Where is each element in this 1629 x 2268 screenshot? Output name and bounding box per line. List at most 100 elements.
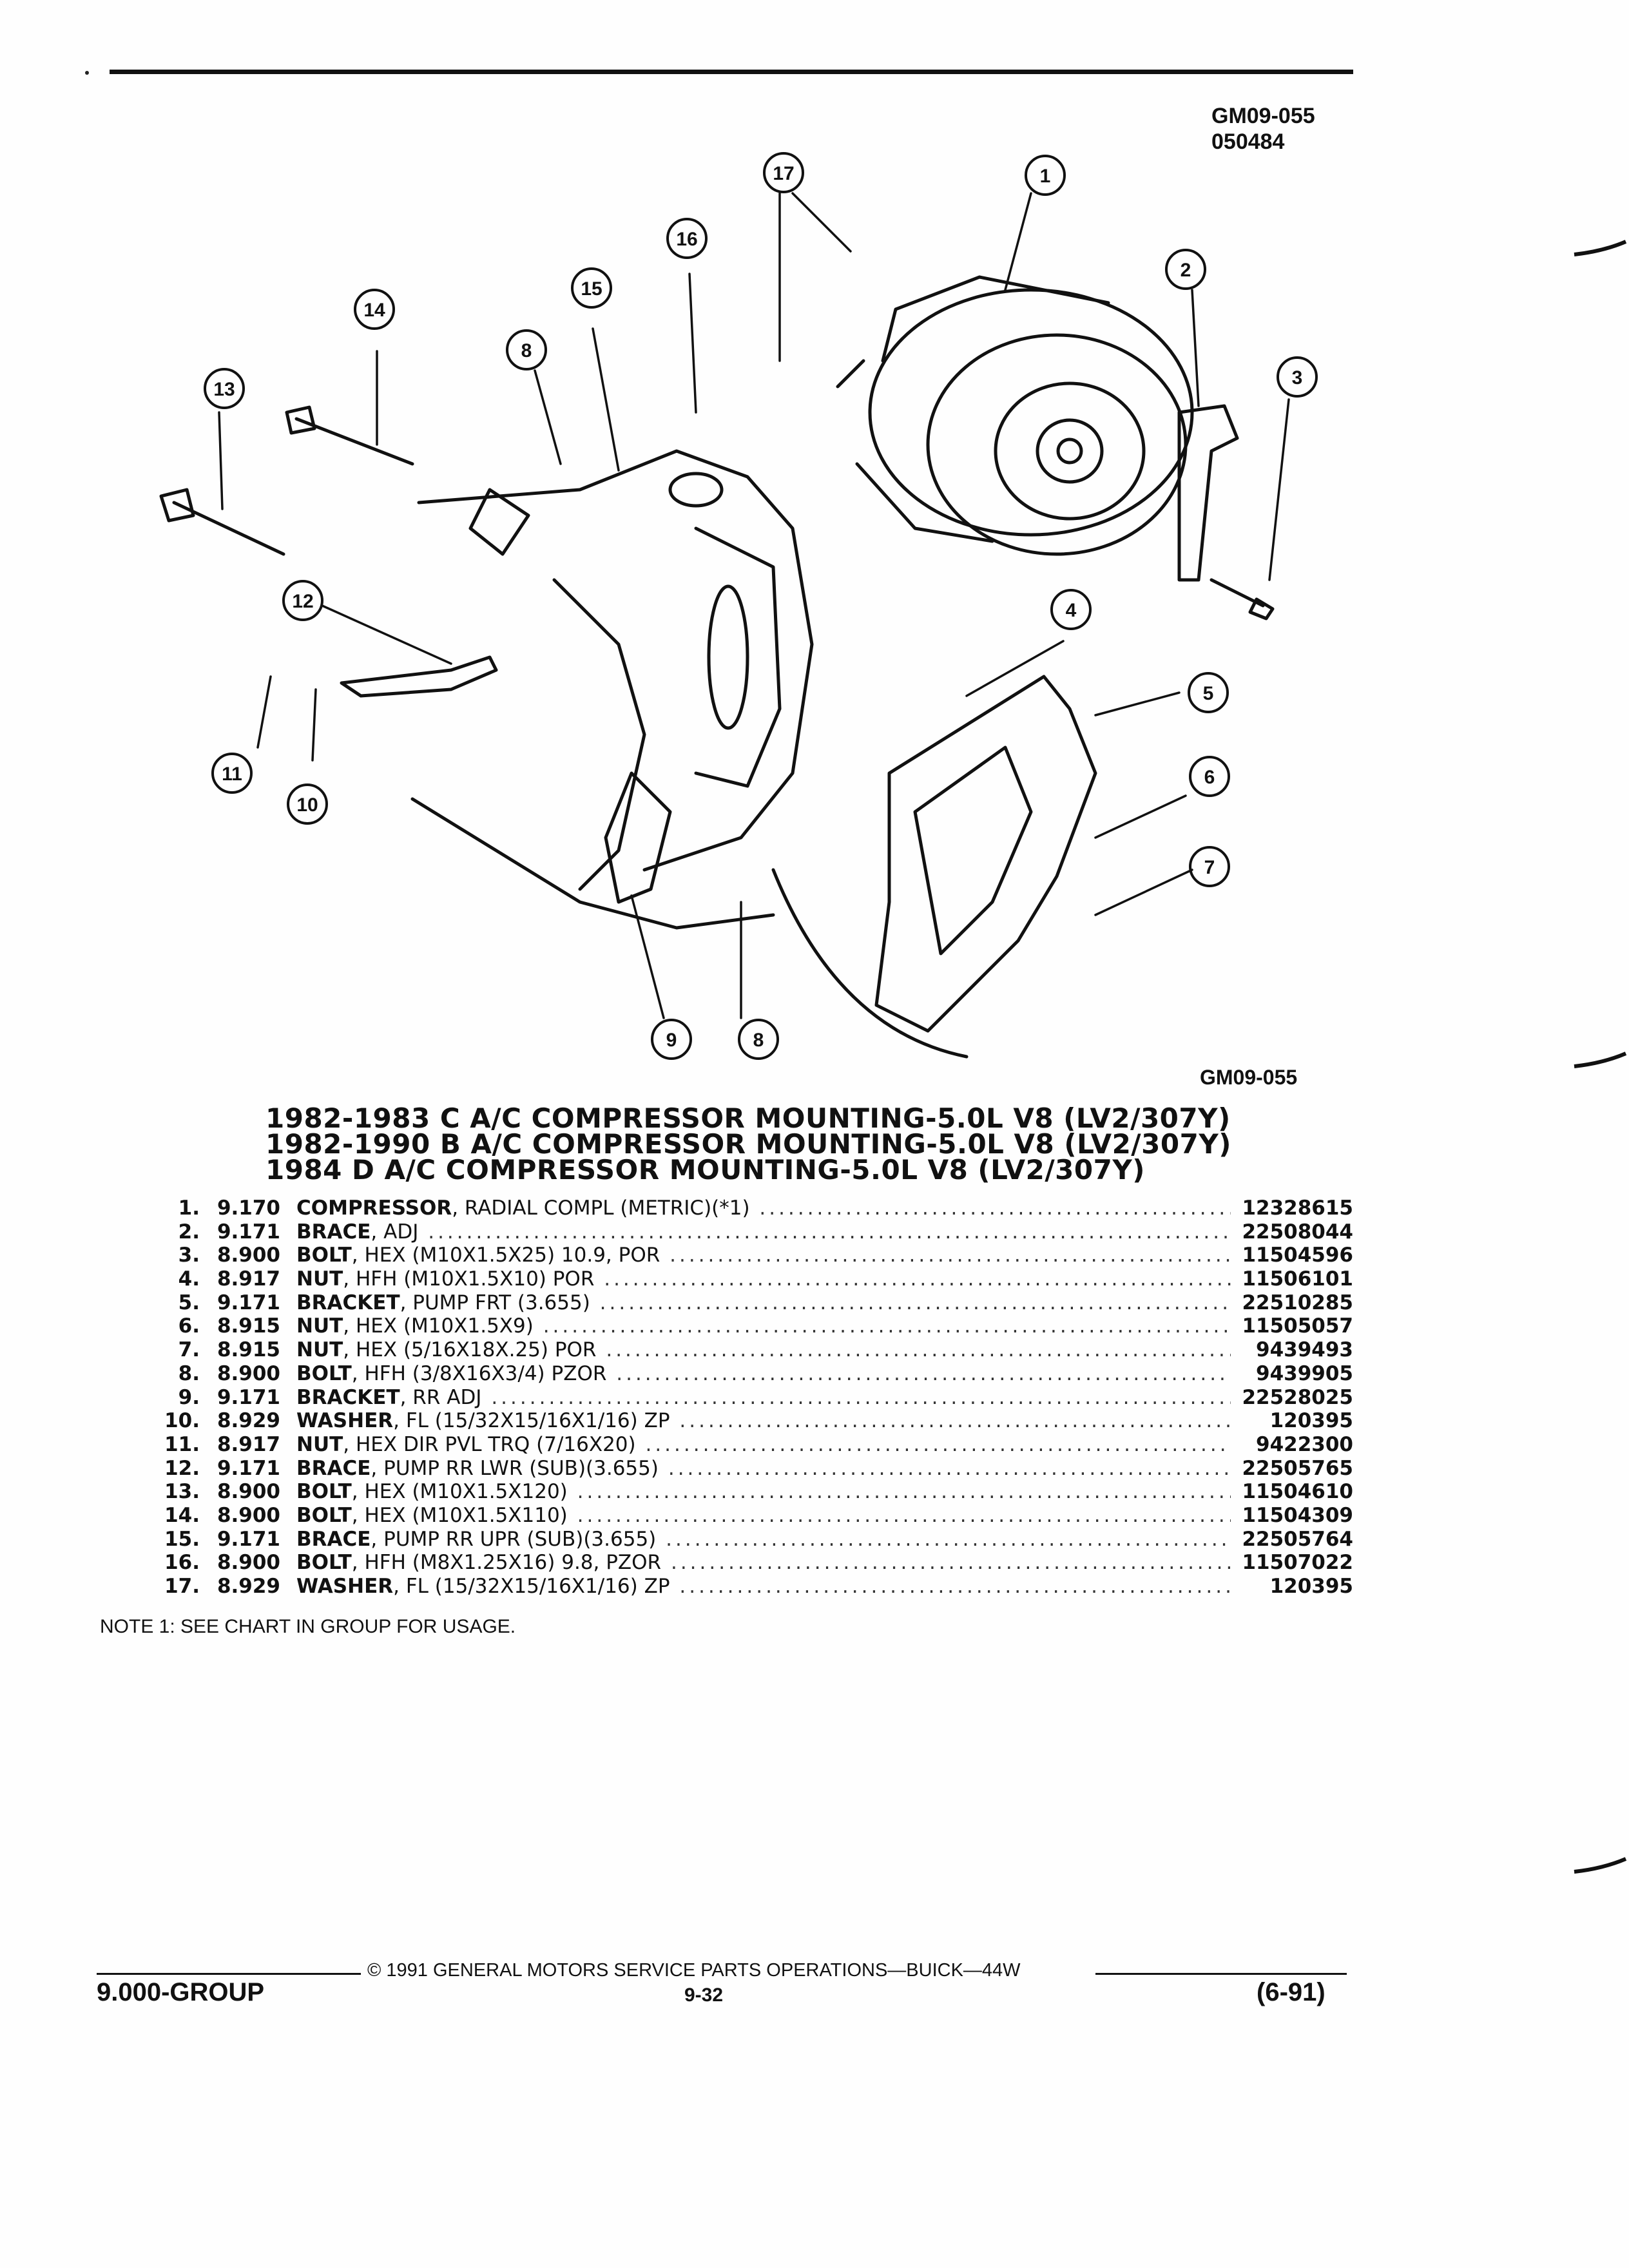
bolt-13-drawing [159,488,285,556]
group-code: 8.929 [217,1575,280,1598]
callout-8b [738,1019,779,1060]
callout-label: 15 [581,278,602,300]
item-number: 5. [178,1291,200,1314]
item-number: 13. [164,1480,200,1504]
group-code: 9.171 [217,1527,280,1551]
leader-dots: ........................................… [577,1480,1231,1504]
part-number: 11505057 [1242,1314,1353,1338]
bracket-9-drawing [604,771,672,904]
group-code: 9.171 [217,1456,280,1480]
part-spec: , FL (15/32X15/16X1/16) ZP [393,1575,670,1598]
part-spec: , RR ADJ [400,1385,482,1409]
leader-dots: ........................................… [679,1409,1231,1433]
leader-dots: ........................................… [645,1432,1231,1456]
part-description: NUT, HEX DIR PVL TRQ (7/16X20) .........… [296,1433,1231,1456]
part-name: NUT [296,1267,343,1291]
callout-label: 3 [1292,367,1303,389]
part-description: BRACKET, PUMP FRT (3.655) ..............… [296,1291,1231,1314]
callout-label: 9 [666,1030,677,1051]
item-number: 8. [178,1361,200,1385]
callout-16 [666,218,708,259]
part-number: 9439493 [1256,1338,1353,1362]
part-number: 120395 [1269,1575,1353,1598]
part-number: 9422300 [1256,1432,1353,1456]
brace-adj-drawing [1177,404,1239,582]
part-name: BRACE [296,1220,371,1244]
part-name: BOLT [296,1361,352,1385]
item-number: 4. [178,1267,200,1291]
section-title: 1982-1990 B A/C COMPRESSOR MOUNTING-5.0L… [265,1128,1231,1160]
part-description: BRACE, ADJ .............................… [296,1220,1231,1244]
part-name: BRACKET [296,1385,400,1409]
pump-bracket-drawing [874,675,1097,1033]
part-spec: , HFH (M10X1.5X10) POR [343,1267,595,1291]
part-spec: , HFH (3/8X16X3/4) PZOR [351,1361,607,1385]
leader-dots: ........................................… [616,1361,1231,1385]
part-name: NUT [296,1338,343,1362]
binding-mark [1574,1857,1627,1874]
callout-label: 10 [296,794,318,816]
section-title: 1984 D A/C COMPRESSOR MOUNTING-5.0L V8 (… [265,1154,1145,1186]
leader-dots: ........................................… [599,1291,1231,1314]
part-spec: , FL (15/32X15/16X1/16) ZP [393,1409,670,1433]
callout-9 [651,1019,692,1060]
callout-3 [1277,356,1318,398]
part-number: 22505764 [1242,1527,1353,1551]
part-number: 22528025 [1242,1385,1353,1409]
part-spec: , HEX (M10X1.5X25) 10.9, POR [351,1244,660,1267]
part-number: 120395 [1269,1409,1353,1433]
section-titles: 1982-1983 C A/C COMPRESSOR MOUNTING-5.0L… [265,1105,1232,1186]
revision-date: (6-91) [1257,1978,1325,2006]
leader-dots: ........................................… [577,1503,1231,1527]
part-spec: , ADJ [371,1220,419,1244]
part-name: WASHER [296,1575,394,1598]
part-description: COMPRESSOR, RADIAL COMPL (METRIC)(*1) ..… [296,1196,1231,1220]
group-code: 9.171 [217,1385,280,1409]
item-number: 12. [164,1456,200,1480]
leader-dots: ........................................… [666,1527,1231,1551]
item-number: 14. [164,1503,200,1527]
part-name: NUT [296,1432,343,1456]
leader-dots: ........................................… [543,1314,1231,1338]
usage-note: NOTE 1: SEE CHART IN GROUP FOR USAGE. [100,1616,516,1637]
item-number: 16. [164,1551,200,1575]
figure-code: GM09-055 [1211,104,1315,128]
part-description: BOLT, HEX (M10X1.5X110) ................… [296,1504,1231,1527]
callout-13 [204,368,245,409]
part-number: 22505765 [1242,1456,1353,1480]
callout-12 [282,580,323,621]
top-rule [110,70,1353,74]
callout-label: 1 [1040,166,1051,187]
group-code: 8.915 [217,1314,280,1338]
item-number: 11. [164,1432,200,1456]
part-name: BOLT [296,1480,352,1504]
part-name: BOLT [296,1503,352,1527]
group-code: 8.900 [217,1361,280,1385]
item-number: 6. [178,1314,200,1338]
part-number: 11506101 [1242,1267,1353,1291]
part-number: 22510285 [1242,1291,1353,1314]
part-spec: , RADIAL COMPL (METRIC)(*1) [452,1196,750,1220]
group-code: 8.917 [217,1267,280,1291]
callout-label: 2 [1181,260,1191,281]
callout-6 [1189,756,1230,797]
part-number: 11504596 [1242,1244,1353,1267]
group-label: 9.000-GROUP [97,1978,265,2006]
part-description: BOLT, HFH (3/8X16X3/4) PZOR ............… [296,1362,1231,1385]
leader-dots: ........................................… [670,1244,1231,1267]
group-code: 8.929 [217,1409,280,1433]
group-code: 9.171 [217,1220,280,1244]
callout-4 [1050,589,1092,630]
item-number: 9. [178,1385,200,1409]
part-spec: , HFH (M8X1.25X16) 9.8, PZOR [351,1551,662,1575]
item-number: 3. [178,1244,200,1267]
part-number: 12328615 [1242,1196,1353,1220]
callout-5 [1188,672,1229,713]
